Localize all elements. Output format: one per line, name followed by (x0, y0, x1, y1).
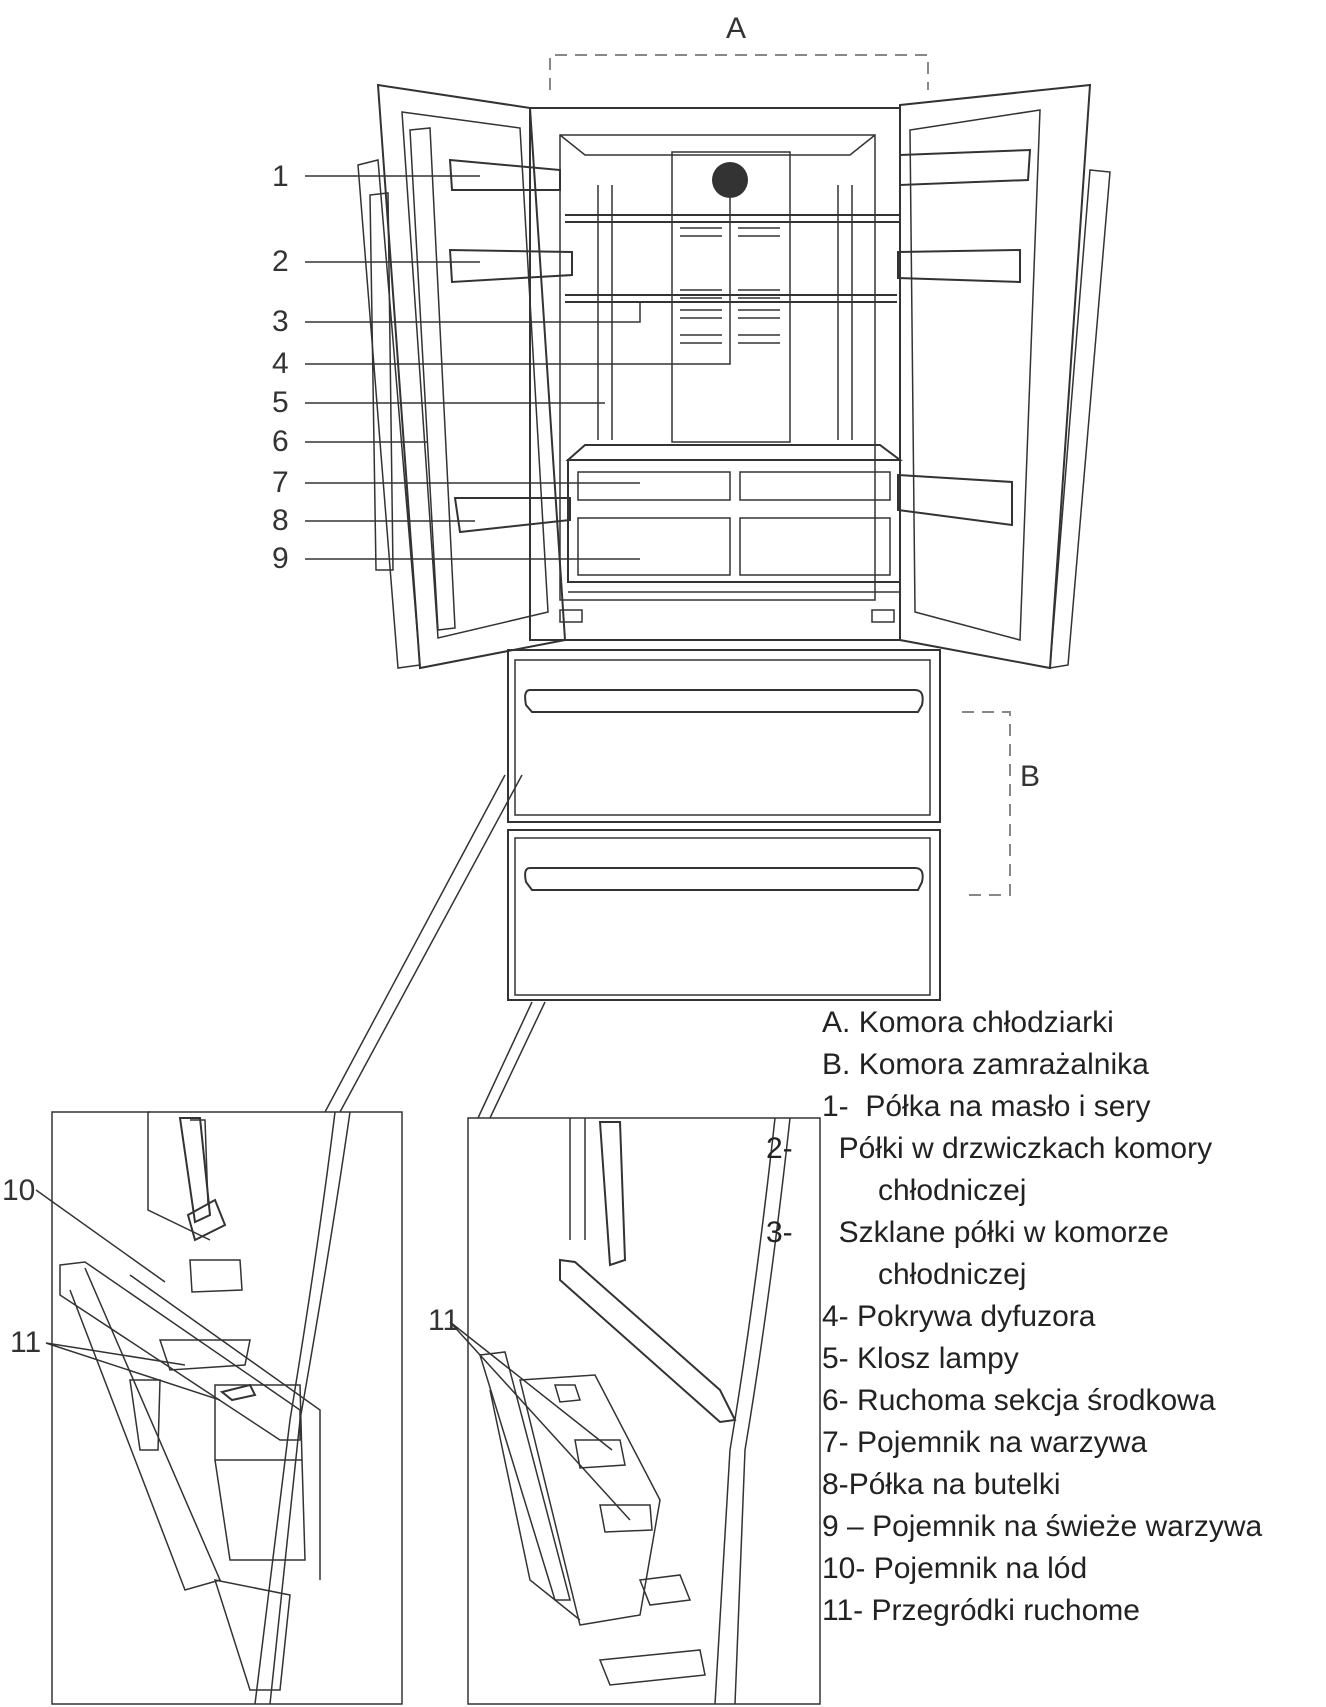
freezer-drawer-lower-handle (524, 867, 924, 891)
callout-b: B (1020, 760, 1040, 793)
legend-item-10: 10- Pojemnik na lód (822, 1552, 1088, 1585)
legend-item-1: 1- Półka na masło i sery (822, 1090, 1151, 1123)
legend-item-8: 8-Półka na butelki (822, 1468, 1061, 1501)
callout-6: 6 (272, 425, 289, 458)
glass-shelf-top (565, 214, 900, 223)
diffuser-cover-icon (712, 162, 748, 198)
callout-11-right: 11 (428, 1304, 459, 1337)
callout-7: 7 (272, 466, 289, 499)
legend-item-6: 6- Ruchoma sekcja środkowa (822, 1384, 1216, 1417)
legend-item-b: B. Komora zamrażalnika (822, 1048, 1149, 1081)
callout-4: 4 (272, 347, 289, 380)
leader-11-left (45, 1342, 221, 1401)
freezer-drawers (507, 649, 941, 1001)
legend-item-11: 11- Przegródki ruchome (822, 1594, 1140, 1627)
callouts: 1 2 3 4 5 6 7 8 9 10 11 11 (2, 160, 731, 1521)
left-door-bin-2 (448, 248, 573, 284)
bracket-a: A (549, 12, 929, 90)
leader-11-right (449, 1321, 631, 1521)
legend: A. Komora chłodziarki B. Komora zamrażal… (766, 1002, 1322, 1632)
freezer-drawer-lower (507, 829, 941, 1001)
detail-view-left (51, 1111, 403, 1705)
callout-8: 8 (272, 504, 289, 537)
callout-11-left: 11 (10, 1326, 41, 1359)
glass-shelf-middle (565, 294, 897, 303)
fridge-body (529, 107, 903, 641)
freezer-drawer-upper (507, 649, 941, 823)
detail-view-right (467, 1117, 821, 1705)
callout-3: 3 (272, 305, 289, 338)
left-door-bin-1 (448, 158, 561, 191)
leader-4 (305, 198, 731, 365)
right-door (897, 83, 1111, 670)
legend-item-2: 2- Półki w drzwiczkach komory chłodnicze… (766, 1132, 1213, 1207)
left-door (357, 83, 573, 670)
freezer-drawer-upper-handle (524, 689, 924, 713)
leader-3 (305, 302, 641, 323)
legend-item-7: 7- Pojemnik na warzywa (822, 1426, 1148, 1459)
connector-right (477, 1001, 546, 1119)
connector-left (324, 774, 523, 1113)
left-door-movable-section (409, 127, 456, 631)
callout-1: 1 (272, 160, 289, 193)
bracket-b: B (962, 711, 1040, 896)
callout-5: 5 (272, 386, 289, 419)
callout-10: 10 (2, 1174, 35, 1207)
legend-item-3: 3- Szklane półki w komorze chłodniczej (766, 1216, 1169, 1291)
legend-item-5: 5- Klosz lampy (822, 1342, 1019, 1375)
callout-a: A (726, 12, 746, 45)
legend-item-9: 9 – Pojemnik na świeże warzywa (822, 1510, 1263, 1543)
callout-9: 9 (272, 542, 289, 575)
left-door-bin-8 (453, 497, 571, 534)
callout-2: 2 (272, 245, 289, 278)
legend-item-a: A. Komora chłodziarki (822, 1006, 1114, 1039)
leader-10 (35, 1189, 166, 1283)
legend-item-4: 4- Pokrywa dyfuzora (822, 1300, 1096, 1333)
